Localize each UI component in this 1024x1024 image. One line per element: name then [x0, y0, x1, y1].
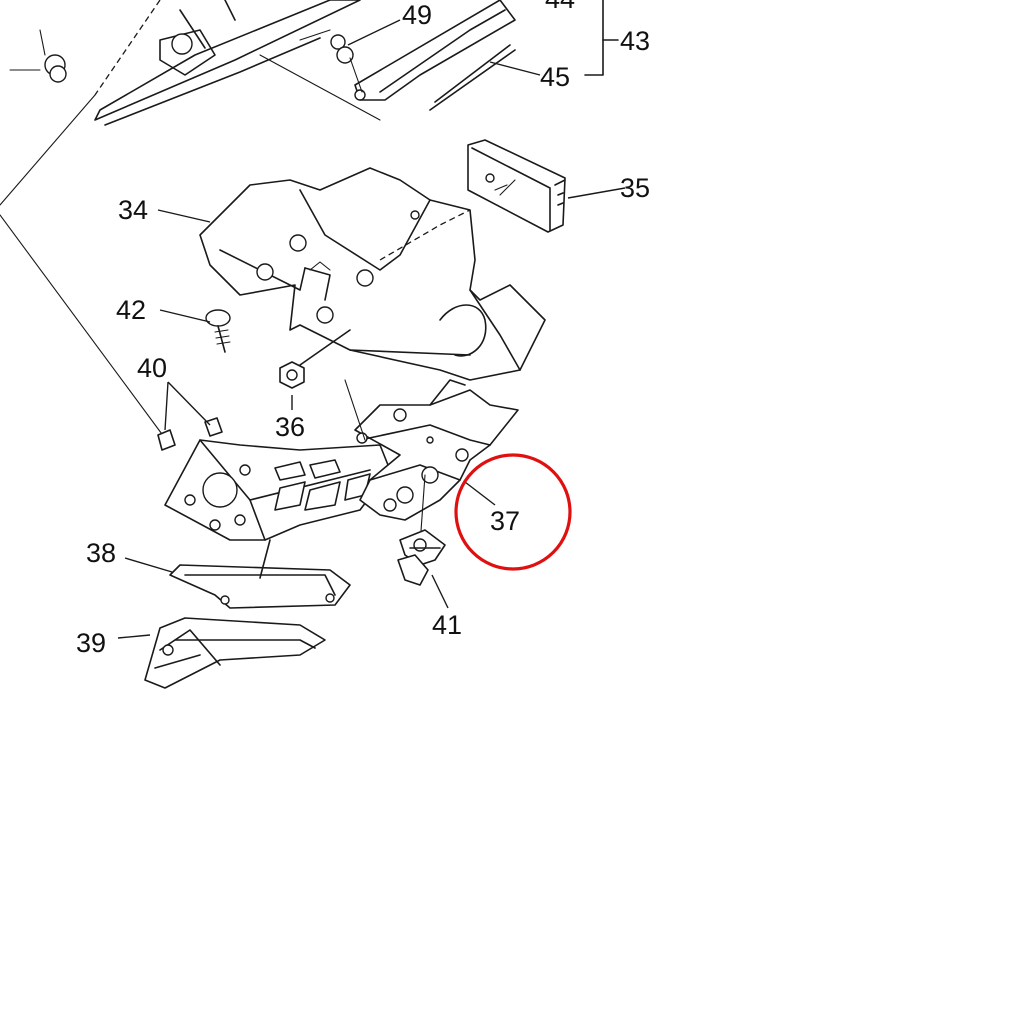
- callout-43: 43: [620, 26, 650, 56]
- callout-36: 36: [275, 412, 305, 442]
- callout-42: 42: [116, 295, 146, 325]
- callout-38: 38: [86, 538, 116, 568]
- callout-40: 40: [137, 353, 167, 383]
- pad-part-35: [467, 139, 566, 233]
- bolt-part-42: [205, 309, 231, 353]
- callout-41: 41: [432, 610, 462, 640]
- callout-39: 39: [76, 628, 106, 658]
- callout-45: 45: [540, 62, 570, 92]
- callout-49: 49: [402, 0, 432, 30]
- callout-44: 44: [545, 0, 575, 14]
- bracket-part-37: [344, 379, 519, 546]
- callout-35: 35: [620, 173, 650, 203]
- clip-part-41: [397, 529, 446, 586]
- plate-part-40: [157, 417, 391, 541]
- leader-lines: [117, 19, 626, 639]
- highlight-circle: [454, 453, 572, 571]
- bracket-part-39: [144, 617, 326, 689]
- nut-part-36: [279, 329, 351, 389]
- callout-labels: 34 35 36 37 38 39 40 41 42 43 44 45 49: [76, 0, 650, 658]
- upper-bracket-assembly: [0, 0, 619, 446]
- bar-part-38: [169, 539, 351, 609]
- callout-37: 37: [490, 506, 520, 536]
- housing-part-34: [199, 167, 546, 381]
- callout-34: 34: [118, 195, 148, 225]
